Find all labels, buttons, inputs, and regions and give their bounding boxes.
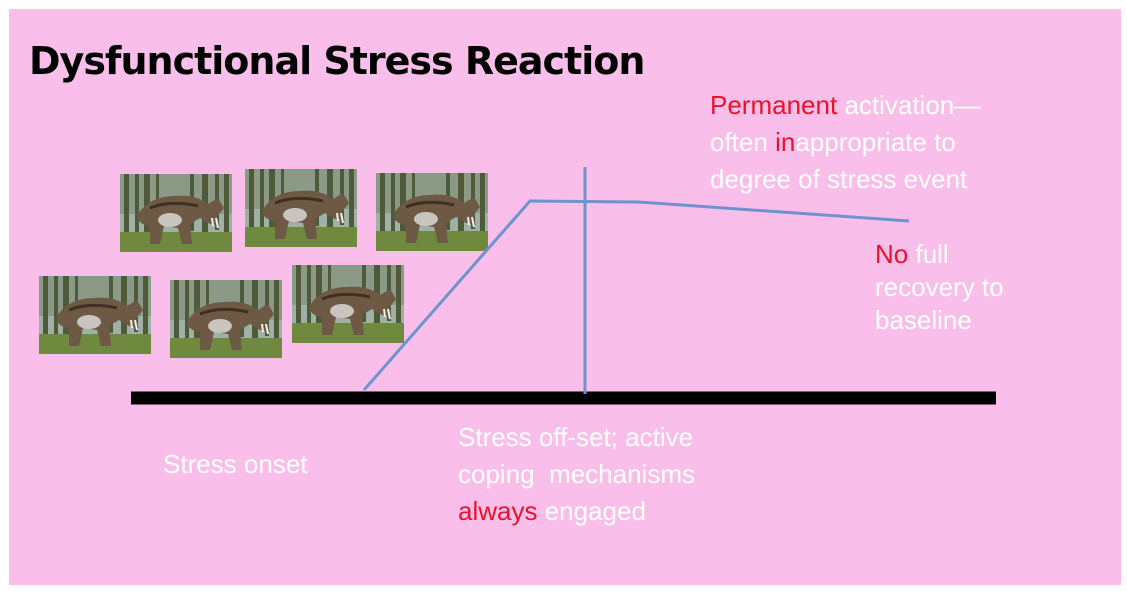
slide: Dysfunctional Stress Reaction bbox=[9, 9, 1121, 585]
note-line: coping mechanisms bbox=[458, 456, 695, 493]
stress-response-curve bbox=[362, 199, 910, 391]
note-text: baseline bbox=[875, 305, 972, 335]
highlight-word: in bbox=[775, 127, 796, 157]
note-line: degree of stress event bbox=[710, 161, 980, 198]
permanent-activation-note: Permanent activation— often inappropriat… bbox=[710, 87, 980, 198]
stress-offset-note: Stress off-set; active coping mechanisms… bbox=[458, 419, 695, 530]
stress-onset-label: Stress onset bbox=[163, 449, 308, 479]
note-text: full bbox=[908, 239, 949, 269]
note-line: Stress off-set; active bbox=[458, 419, 695, 456]
note-text: often bbox=[710, 127, 776, 157]
stress-diagram bbox=[131, 167, 996, 405]
note-text: Stress off-set; active bbox=[458, 422, 694, 452]
note-line: recovery to bbox=[875, 271, 1004, 304]
note-line: baseline bbox=[875, 304, 1004, 337]
highlight-word: No bbox=[875, 239, 909, 269]
note-line: Permanent activation— bbox=[710, 87, 980, 124]
note-text: engaged bbox=[537, 496, 646, 526]
highlight-word: always bbox=[458, 496, 538, 526]
note-line: always engaged bbox=[458, 493, 695, 530]
no-recovery-note: No full recovery to baseline bbox=[875, 238, 1004, 337]
slide-title: Dysfunctional Stress Reaction bbox=[29, 39, 645, 83]
note-line: No full bbox=[875, 238, 1004, 271]
note-text: degree of stress event bbox=[710, 164, 968, 194]
note-line: often inappropriate to bbox=[710, 124, 980, 161]
note-text: recovery to bbox=[875, 272, 1004, 302]
highlight-word: Permanent bbox=[710, 90, 838, 120]
note-text: activation— bbox=[837, 90, 981, 120]
note-text: appropriate to bbox=[795, 127, 956, 157]
note-text: coping mechanisms bbox=[458, 459, 695, 489]
